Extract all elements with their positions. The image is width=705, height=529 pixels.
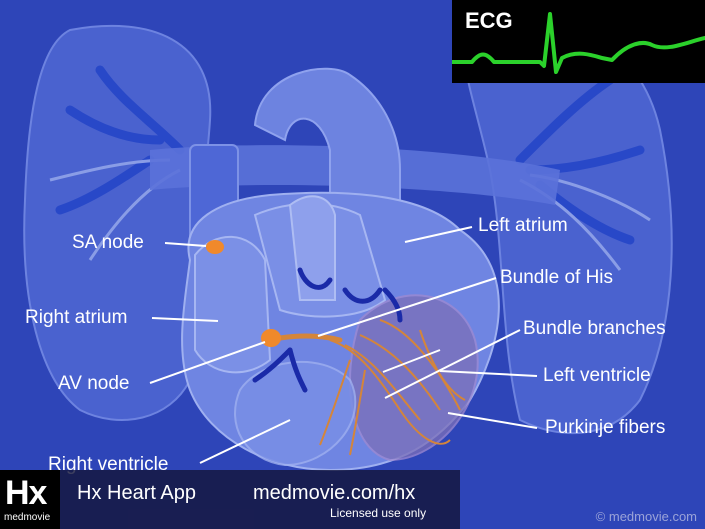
app-url: medmovie.com/hx [253, 482, 415, 505]
ecg-title: ECG [465, 8, 513, 34]
license-text: Licensed use only [330, 506, 426, 520]
label-left-ventricle: Left ventricle [543, 365, 651, 387]
av-node [261, 329, 281, 347]
right-atrium-shape [195, 237, 270, 373]
ecg-panel: ECG [452, 0, 705, 83]
logo-text: Hx [5, 476, 46, 510]
label-right-atrium: Right atrium [25, 307, 127, 329]
label-av-node: AV node [58, 373, 129, 395]
label-sa-node: SA node [72, 232, 144, 254]
label-bundle-of-his: Bundle of His [500, 267, 613, 289]
sa-node [206, 240, 224, 254]
logo-subtext: medmovie [4, 512, 50, 523]
hx-logo: Hx medmovie [0, 470, 60, 529]
label-left-atrium: Left atrium [478, 215, 568, 237]
copyright-text: © medmovie.com [596, 509, 697, 524]
footer-banner: Hx medmovie Hx Heart App medmovie.com/hx… [0, 470, 460, 529]
label-bundle-branches: Bundle branches [523, 318, 666, 340]
app-name: Hx Heart App [77, 482, 196, 505]
label-purkinje-fibers: Purkinje fibers [545, 417, 665, 439]
